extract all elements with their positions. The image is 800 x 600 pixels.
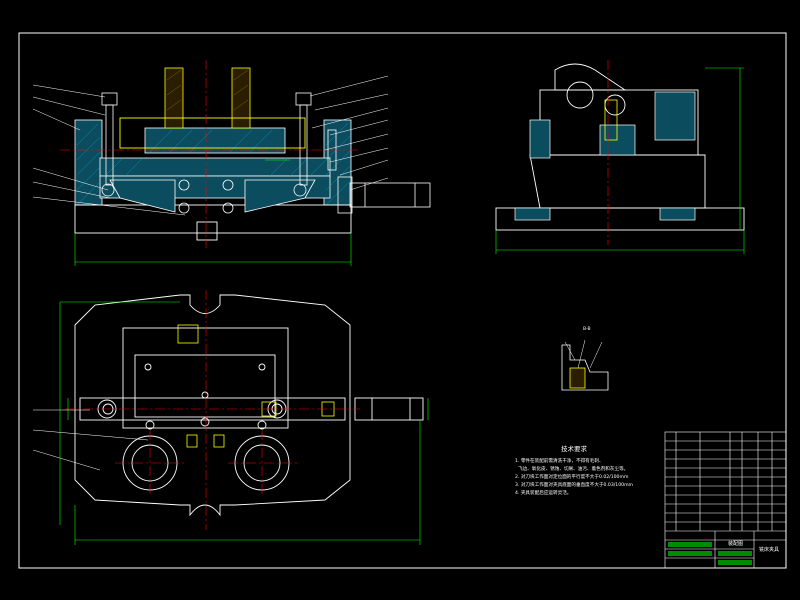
tech-req-line-2: 飞边、氧化皮、锈蚀、切屑、油污、着色剂和灰尘等。 [518,465,628,472]
drawing-name: 铣床夹具 [759,546,779,553]
tech-req-line-5: 4. 夹具装配后应运转灵活。 [515,489,571,496]
section-detail-b-b: B-B [561,326,609,391]
title-block-label: 装配图 [728,540,743,547]
side-view [495,60,745,254]
title-block: 装配图 铣床夹具 [664,431,787,569]
front-section-view [32,60,431,266]
technical-requirements: 技术要求 1. 零件在装配前需清洗干净，不得有毛刺、 飞边、氧化皮、锈蚀、切屑、… [515,444,634,496]
tech-req-line-4: 3. 对刀块工作面对夹具底面的垂直度不大于0.03/100mm [515,481,634,488]
tech-req-line-1: 1. 零件在装配前需清洗干净，不得有毛刺、 [515,457,604,464]
section-label: B-B [583,326,591,332]
drawing-frame [18,32,787,569]
plan-view [32,290,429,545]
tech-req-title: 技术要求 [561,444,588,453]
tech-req-line-3: 2. 对刀块工作面对定位面的平行度不大于0.02/100mm [515,473,629,480]
